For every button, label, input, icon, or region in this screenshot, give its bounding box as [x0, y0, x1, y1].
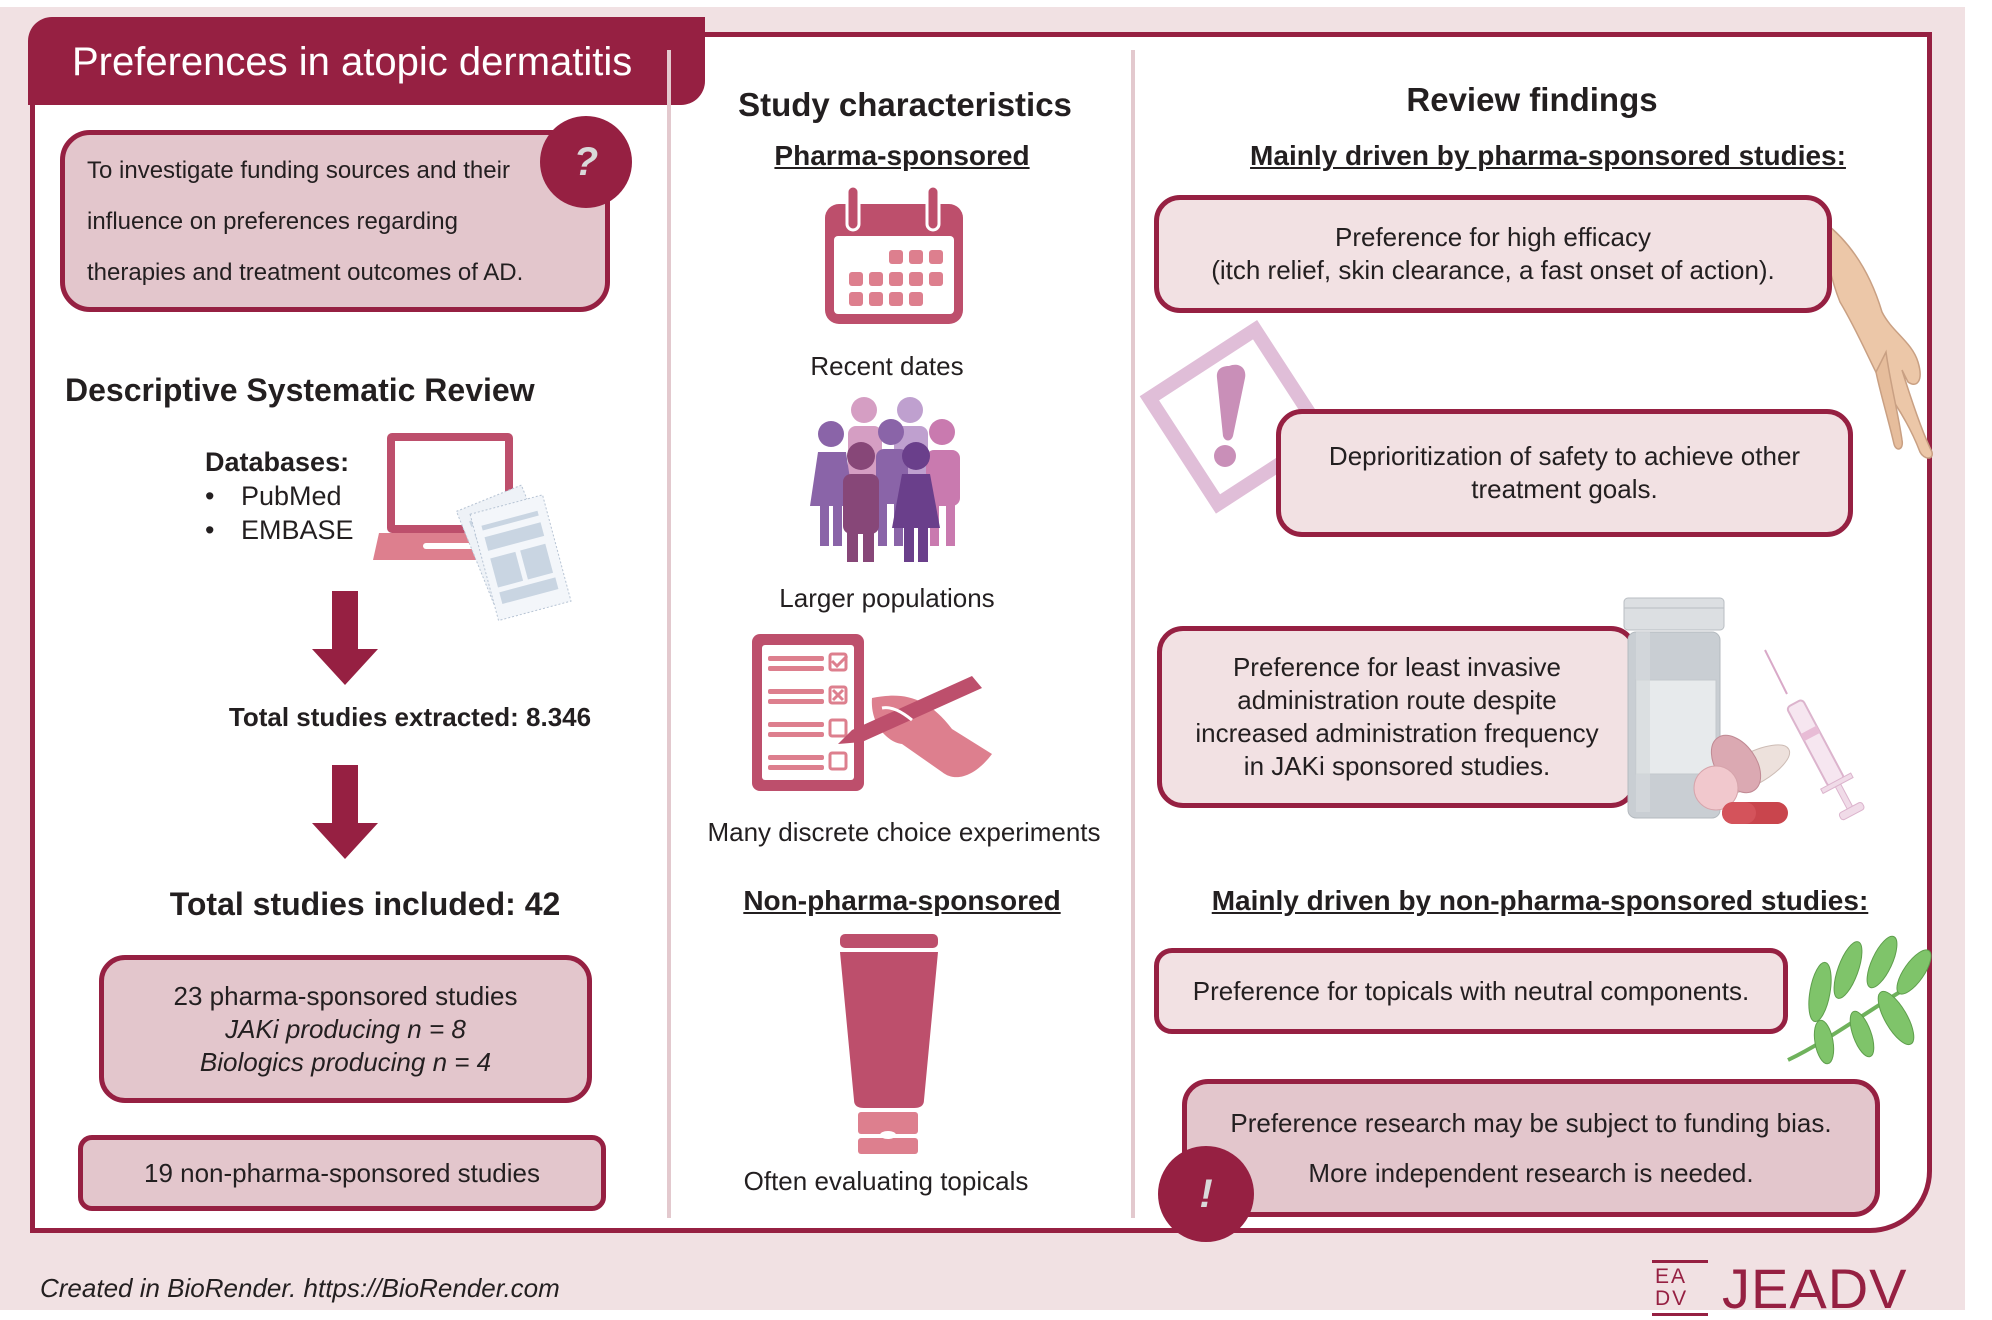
non-pharma-sponsored-heading: Non-pharma-sponsored — [743, 885, 1061, 916]
checklist-icon — [752, 634, 992, 791]
finding-line: Preference for high efficacy — [1334, 222, 1652, 252]
people-group-icon — [810, 397, 960, 562]
finding-line: (itch relief, skin clearance, a fast ons… — [1211, 255, 1775, 285]
total-extracted: Total studies extracted: 8.346 — [228, 702, 592, 732]
characteristic-label: Larger populations — [779, 583, 995, 613]
review-heading: Descriptive Systematic Review — [65, 372, 535, 408]
conclusion-box: Preference research may be subject to fu… — [1182, 1079, 1880, 1217]
conclusion-line: Preference research may be subject to fu… — [1230, 1108, 1832, 1138]
pills-icon — [1693, 734, 1791, 824]
pharma-studies-box: 23 pharma-sponsored studies JAKi produci… — [99, 955, 592, 1103]
finding-line: in JAKi sponsored studies. — [1243, 751, 1551, 781]
non-pharma-findings-heading: Mainly driven by non-pharma-sponsored st… — [1211, 885, 1869, 916]
calendar-icon — [825, 184, 963, 324]
non-pharma-studies-count: 19 non-pharma-sponsored studies — [143, 1157, 541, 1188]
characteristic-label: Recent dates — [810, 351, 964, 381]
databases-label: Databases: — [205, 447, 350, 477]
title-bar — [28, 17, 705, 105]
biorender-credit: Created in BioRender. https://BioRender.… — [40, 1273, 560, 1303]
exclamation-icon: ! — [1158, 1146, 1254, 1242]
leaves-icon — [1787, 935, 1932, 1065]
findings-heading: Review findings — [1406, 81, 1658, 118]
warning-sign-icon — [1139, 320, 1334, 514]
objective-line: To investigate funding sources and their — [87, 156, 510, 184]
jeadv-logo-mark: EA DV — [1652, 1260, 1712, 1320]
finding-line: Preference for least invasive — [1232, 652, 1562, 682]
finding-box-topicals: Preference for topicals with neutral com… — [1154, 948, 1788, 1034]
finding-line: administration route despite — [1237, 685, 1557, 715]
pill-bottle-icon — [1623, 597, 1725, 819]
finding-line: treatment goals. — [1471, 474, 1658, 504]
finding-line: increased administration frequency — [1195, 718, 1599, 748]
characteristic-label: Many discrete choice experiments — [707, 817, 1101, 847]
characteristic-label: Often evaluating topicals — [743, 1166, 1029, 1196]
jeadv-logo-text: JEADV — [1722, 1257, 1908, 1320]
biologics-count: Biologics producing n = 4 — [199, 1046, 492, 1077]
characteristics-heading: Study characteristics — [738, 86, 1072, 123]
databases-list: Databases: •PubMed •EMBASE — [205, 445, 354, 547]
pharma-studies-count: 23 pharma-sponsored studies — [173, 980, 518, 1011]
syringe-icon — [1764, 649, 1865, 821]
documents-icon — [455, 484, 572, 622]
finding-line: Deprioritization of safety to achieve ot… — [1328, 441, 1801, 471]
non-pharma-studies-box: 19 non-pharma-sponsored studies — [78, 1135, 606, 1211]
finding-box-administration: Preference for least invasive administra… — [1157, 626, 1637, 808]
pharma-sponsored-heading: Pharma-sponsored — [774, 140, 1030, 171]
database-item: •EMBASE — [205, 515, 354, 545]
database-item: •PubMed — [205, 481, 342, 511]
page-title: Preferences in atopic dermatitis — [72, 40, 633, 84]
objective-line: therapies and treatment outcomes of AD. — [87, 258, 524, 286]
conclusion-line: More independent research is needed. — [1308, 1158, 1754, 1188]
column-divider-left — [667, 50, 671, 1218]
question-mark-icon: ? — [540, 116, 632, 208]
finding-box-safety: Deprioritization of safety to achieve ot… — [1276, 409, 1853, 537]
total-included: Total studies included: 42 — [169, 886, 561, 922]
finding-box-efficacy: Preference for high efficacy (itch relie… — [1154, 195, 1832, 313]
objective-box: To investigate funding sources and their… — [60, 130, 610, 312]
objective-line: influence on preferences regarding — [87, 207, 458, 235]
finding-line: Preference for topicals with neutral com… — [1192, 975, 1750, 1006]
column-divider-right — [1131, 50, 1135, 1218]
arrow-down-icon — [312, 765, 378, 859]
arrow-down-icon — [312, 591, 378, 685]
pharma-findings-heading: Mainly driven by pharma-sponsored studie… — [1250, 140, 1846, 171]
cream-tube-icon — [840, 934, 938, 1154]
jaki-count: JAKi producing n = 8 — [225, 1013, 466, 1044]
hand-icon — [1823, 220, 1933, 459]
